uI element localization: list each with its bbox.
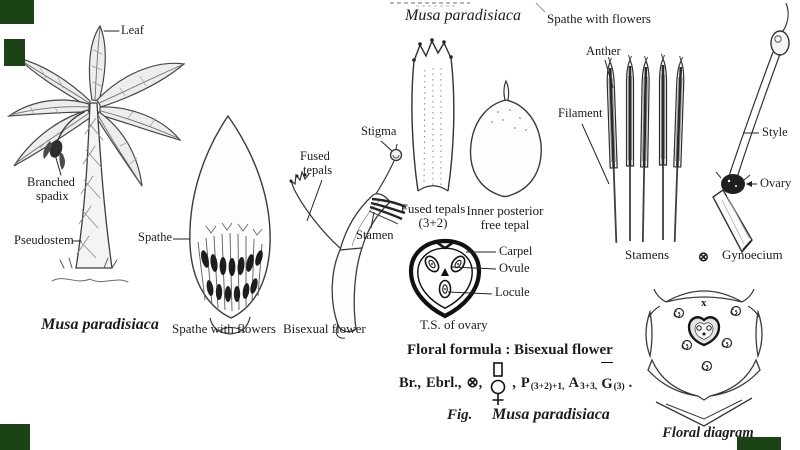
inner-tepal-caption-line2: free tepal	[480, 217, 530, 232]
gynoecium-drawing	[712, 2, 790, 254]
stamens-caption: Stamens	[625, 247, 670, 262]
scan-artifacts	[390, 2, 546, 13]
spathe-drawing	[173, 114, 271, 335]
stigma-label: Stigma	[361, 124, 397, 138]
oplus-mark: ⊗	[698, 249, 709, 264]
inner-tepal-caption-line1: Inner posterior	[466, 203, 544, 218]
pseudostem-label: Pseudostem	[14, 233, 74, 247]
corner-marker-bottom-left	[0, 424, 30, 450]
fig-prefix: Fig.	[447, 407, 473, 423]
spathe-with-flowers-label: Spathe with flowers	[547, 11, 651, 26]
spathe-label: Spathe	[138, 230, 173, 244]
formula-perianth: P	[520, 375, 530, 391]
center-species-header: Musa paradisiaca	[405, 7, 521, 24]
style-label: Style	[762, 125, 788, 139]
ts-ovary-caption: T.S. of ovary	[420, 317, 488, 332]
ts-ovary-leader-lines	[447, 251, 497, 295]
formula-androecium: A	[568, 375, 580, 391]
floral-formula-line: Br., Ebrl., ⊗, , P (3+2)+1, A 3+3, G (3)…	[399, 362, 637, 411]
fused-tepals-drawing	[411, 38, 455, 192]
bisexual-flower-caption: Bisexual flower	[283, 321, 366, 336]
corner-marker-top-left	[0, 0, 34, 24]
flower-leader-lines	[306, 140, 393, 229]
gynoecium-caption: Gynoecium	[722, 247, 783, 262]
corner-marker-left	[4, 39, 25, 66]
inner-tepal-drawing	[469, 79, 542, 198]
banana-plant-drawing	[6, 24, 186, 283]
formula-br: Br.,	[399, 375, 422, 391]
formula-gynoecium-subscript: (3)	[613, 382, 625, 392]
formula-separator: ,	[512, 375, 516, 391]
gynoecium-leader-lines	[743, 132, 759, 187]
spathe-caption: Spathe with flowers	[172, 321, 276, 336]
anther-marks	[673, 305, 742, 372]
formula-ebrl: Ebrl.,	[426, 375, 462, 391]
plant-caption: Musa paradisiaca	[41, 316, 159, 333]
fused-tepals-label-line2: tepals	[303, 163, 333, 177]
carpel-label: Carpel	[499, 244, 533, 258]
ovule-label: Ovule	[499, 261, 530, 275]
leaf-label: Leaf	[121, 23, 144, 37]
ts-ovary-drawing	[408, 238, 497, 319]
corner-marker-bottom-right	[737, 437, 781, 450]
fused-tepals-caption-line1: Fused tepals	[400, 201, 466, 216]
bisexual-flower-drawing	[289, 140, 407, 339]
ovary-label: Ovary	[760, 176, 792, 190]
plant-leader-lines	[55, 30, 120, 242]
stamens-drawing	[581, 52, 686, 245]
posterior-x-mark: x	[701, 297, 707, 309]
anther-label: Anther	[586, 44, 621, 58]
floral-diagram-caption: Floral diagram	[662, 425, 754, 441]
fused-tepals-caption-line2: (3+2)	[418, 215, 448, 230]
formula-gynoecium: G	[601, 362, 613, 393]
filament-label: Filament	[558, 106, 603, 120]
bisexual-flower-symbol	[488, 362, 508, 411]
formula-perianth-subscript: (3+2)+1,	[530, 382, 565, 392]
fused-tepals-label-line1: Fused	[300, 149, 330, 163]
formula-actinomorphic-symbol: ⊗,	[466, 375, 483, 391]
floral-diagram-drawing	[645, 288, 763, 427]
branched-spadix-label-line2: spadix	[36, 189, 69, 203]
stamens-leader-lines	[581, 59, 614, 185]
branched-spadix-label-line1: Branched	[27, 175, 75, 189]
fig-species-caption: Musa paradisiaca	[492, 406, 610, 423]
locule-label: Locule	[495, 285, 530, 299]
floral-formula-heading: Floral formula : Bisexual flower	[407, 342, 613, 358]
stamen-label: Stamen	[356, 228, 394, 242]
formula-androecium-subscript: 3+3,	[580, 382, 598, 392]
formula-period: .	[628, 375, 633, 391]
